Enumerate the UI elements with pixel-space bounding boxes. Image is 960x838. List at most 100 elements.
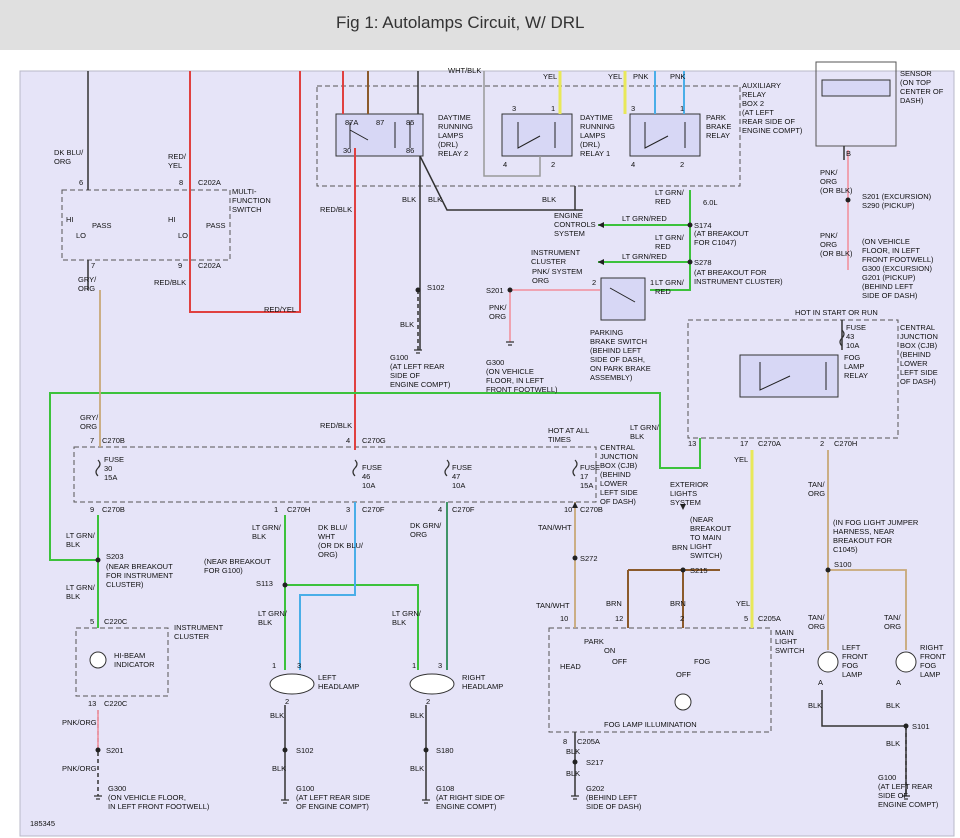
park-brake-relay [629, 113, 701, 157]
label-main-switch-off: OFF [612, 657, 627, 666]
label-headlamps-w3: DK GRN/ORG [410, 521, 442, 539]
label-fog-lamps-w1: TAN/ORG [808, 613, 825, 631]
label-fog-relay-conn2: C270H [834, 439, 857, 448]
label-headlamps-s113: S113 [256, 579, 273, 588]
label-mfs-pin6: 6 [79, 178, 83, 187]
label-relays-park-p2: 2 [680, 160, 684, 169]
label-cjb-pin1: 1 [274, 505, 278, 514]
auxiliary-relay-box [316, 85, 741, 187]
multifunction-switch-box [61, 189, 231, 261]
left-headlamp [269, 673, 315, 695]
diagram-background [19, 70, 955, 837]
label-mfs-conn-top: C202A [198, 178, 221, 187]
label-cjb-c1: C270B [102, 436, 125, 445]
label-mfs-pin8: 8 [179, 178, 183, 187]
label-cjb-c6: C270F [452, 505, 475, 514]
label-fog-lamps-blk1: BLK [808, 701, 822, 710]
label-relays-park-p3: 3 [631, 104, 635, 113]
wire-red-yel-top [189, 71, 301, 313]
label-main-switch-w-tan: TAN/WHT [538, 523, 572, 532]
label-headlamps-w4: LT GRN/BLK [258, 609, 288, 627]
label-main-switch-brn2: BRN [606, 599, 622, 608]
label-mfs-pin7: 7 [91, 261, 95, 270]
label-cluster-top-s278: S278 [694, 258, 712, 267]
label-lower-left-w1: LT GRN/BLK [66, 531, 96, 549]
label-main-switch-off2: OFF [676, 670, 691, 679]
label-main-switch-brn3: BRN [670, 599, 686, 608]
hi-beam-indicator [89, 651, 107, 669]
sensor-internal [821, 79, 891, 97]
fog-illumination-bulb [674, 693, 692, 711]
label-relays-drl2-p86: 86 [406, 146, 414, 155]
label-mfs-w-gry: GRY/ORG [78, 275, 97, 293]
label-drl-wires-redblk: RED/BLK [320, 205, 352, 214]
label-cjb-c4: C270H [287, 505, 310, 514]
label-headlamps-w2: DK BLU/WHT(OR DK BLU/ORG) [318, 523, 364, 559]
label-lower-left-w3: PNK/ORG [62, 718, 97, 727]
label-cjb-c2: C270G [362, 436, 386, 445]
label-fog-lamps-s101: S101 [912, 722, 930, 731]
label-relays-drl1-p2: 2 [551, 160, 555, 169]
label-lower-left-pin13: 13 [88, 699, 96, 708]
label-main-switch-pin2: 2 [680, 614, 684, 623]
label-relays-drl1-p1: 1 [551, 104, 555, 113]
label-fog-relay-hot: HOT IN START OR RUN [795, 308, 878, 317]
label-fog-lamps-blk2: BLK [886, 701, 900, 710]
parking-brake-switch [600, 277, 646, 321]
label-top-wires-pnk1: PNK [633, 72, 648, 81]
label-excursion-wire2: PNK/ORG(OR BLK) [820, 231, 853, 258]
label-relays-drl1-p3: 3 [512, 104, 516, 113]
label-drl-wires-blk3: BLK [542, 195, 556, 204]
label-relays-park-p4: 4 [631, 160, 635, 169]
label-main-switch-on: ON [604, 646, 615, 655]
label-mfs-pass2: PASS [206, 221, 225, 230]
label-headlamps-w5: LT GRN/BLK [392, 609, 422, 627]
label-headlamps-lblk: BLK [270, 711, 284, 720]
label-fog-relay-w3: TAN/ORG [808, 480, 825, 498]
label-fog-lamps-w2: TAN/ORG [884, 613, 901, 631]
label-main-switch-yel: YEL [736, 599, 750, 608]
label-cjb-pin9: 9 [90, 505, 94, 514]
label-main-switch-s272: S272 [580, 554, 598, 563]
label-main-switch-brn1: BRN [672, 543, 688, 552]
label-cjb-pin3: 3 [346, 505, 350, 514]
label-mfs-hi: HI [66, 215, 74, 224]
label-fog-relay-conn: C270A [758, 439, 781, 448]
label-main-switch-w-tan2: TAN/WHT [536, 601, 570, 610]
label-cluster-top-pin1: 1 [650, 278, 654, 287]
label-headlamps-rp1: 1 [412, 661, 416, 670]
label-relays-park-p1: 1 [680, 104, 684, 113]
label-main-switch-pin5: 5 [744, 614, 748, 623]
label-cjb-pin4: 4 [346, 436, 350, 445]
drl-relay-1 [501, 113, 573, 157]
label-lower-left-s201: S201 [106, 746, 124, 755]
label-drl-wires-blk1: BLK [402, 195, 416, 204]
label-ref: 185345 [30, 819, 55, 828]
label-mfs-w-red: RED/YEL [168, 152, 187, 170]
label-engine-w1: LT GRN/RED [622, 214, 667, 223]
label-fog-relay-pin13: 13 [688, 439, 696, 448]
sensor-box [815, 61, 897, 147]
label-cluster-top-w4: LT GRN/RED [655, 278, 685, 296]
label-lower-left-c220: C220C [104, 617, 128, 626]
